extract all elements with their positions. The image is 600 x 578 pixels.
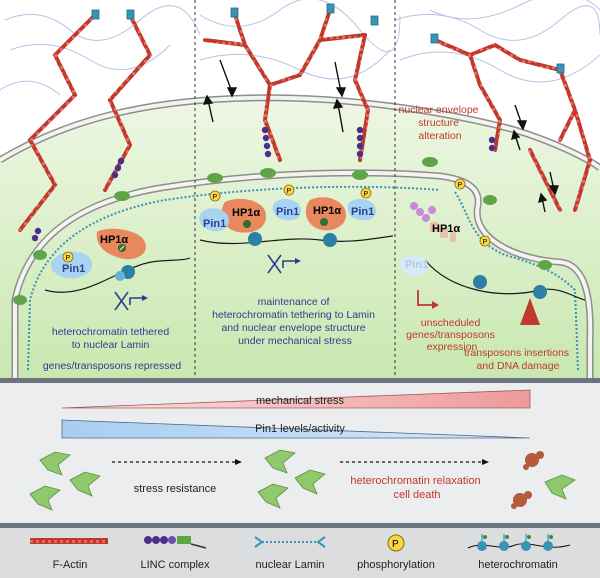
- legend-lamin-label: nuclear Lamin: [255, 559, 324, 571]
- panel2-pin1-label-3: Pin1: [351, 206, 374, 218]
- panel1-molecules: [50, 228, 146, 281]
- pin1-levels-wedge: [61, 419, 531, 439]
- panel1-pin1-label: Pin1: [62, 263, 85, 275]
- healthy-neurons-left: [29, 451, 101, 511]
- chromatin-fibres: [44, 235, 586, 301]
- panel1-repressed-gene-icon: [114, 291, 142, 311]
- panel2-hp1a-label-1: HP1α: [232, 207, 260, 219]
- relaxation-label: heterochromatin relaxation cell death: [350, 475, 483, 501]
- panel3-phospho-2: P: [483, 239, 488, 246]
- panel3-damage-text: transposons insertions and DNA damage: [464, 347, 572, 372]
- mechanical-stress-label: mechanical stress: [256, 395, 345, 407]
- top-panel: HP1α Pin1 P heterochromatin tethered to …: [0, 0, 600, 378]
- legend-heterochromatin-icon: [467, 534, 571, 551]
- mechanical-force-arrows: [202, 59, 560, 213]
- panel2-phospho-1: P: [213, 194, 218, 201]
- panel3-hp1a-label: HP1α: [432, 223, 460, 235]
- cytoskeleton-fibres: [0, 0, 600, 96]
- panel3-alteration-text: nuclear envelope structure alteration: [399, 104, 482, 142]
- panel3-unscheduled-text: unscheduled genes/transposons expression: [406, 317, 498, 353]
- linc-anchors: [13, 157, 552, 305]
- legend-lamin-icon: [254, 536, 326, 548]
- stress-resistance-label: stress resistance: [134, 483, 217, 495]
- hp1a-blob: [96, 228, 146, 260]
- panel1-caption: heterochromatin tethered to nuclear Lami…: [43, 326, 181, 372]
- mechanical-stress-wedge: [61, 389, 531, 409]
- healthy-neuron-right: [544, 474, 576, 500]
- legend-phospho-symbol: P: [392, 539, 399, 550]
- legend-phospho-label: phosphorylation: [357, 559, 435, 571]
- dashed-arrow-2: [340, 459, 489, 465]
- panel3-molecules: [399, 178, 547, 299]
- legend-linc-label: LINC complex: [140, 559, 210, 571]
- panel2-phospho-3: P: [364, 191, 369, 198]
- panel2-molecules: [199, 184, 377, 247]
- nuclear-lamin-network: [27, 185, 579, 371]
- dna-damage-wedge: [520, 298, 540, 325]
- panel2-hp1a-label-2: HP1α: [313, 205, 341, 217]
- legend-linc-icon: [144, 536, 207, 549]
- legend-heterochromatin-label: heterochromatin: [478, 559, 558, 571]
- panel3-expressed-gene-icon: [417, 290, 432, 306]
- legend-panel: F-Actin LINC complex nuclear Lamin P pho…: [0, 523, 600, 578]
- panel3-pin1-label: Pin1: [405, 259, 428, 271]
- panel2-pin1-label-2: Pin1: [276, 206, 299, 218]
- dashed-arrow-1: [112, 459, 242, 465]
- linc-complexes: [31, 126, 496, 242]
- middle-panel: mechanical stress Pin1 levels/activity s…: [0, 378, 600, 523]
- panel1-phospho-symbol: P: [66, 255, 71, 262]
- pin1-levels-label: Pin1 levels/activity: [255, 423, 345, 435]
- healthy-neurons-middle: [257, 449, 326, 509]
- legend-factin-icon: [30, 538, 108, 544]
- pin1-blob: [50, 251, 93, 279]
- panel2-repressed-gene-icon: [267, 254, 295, 274]
- panel2-pin1-label-1: Pin1: [203, 218, 226, 230]
- actin-membrane-anchors: [91, 3, 565, 74]
- panel3-phospho-1: P: [458, 182, 463, 189]
- nucleus: [0, 97, 600, 378]
- panel2-caption: maintenance of heterochromatin tethering…: [212, 296, 378, 347]
- panel1-phospho-icon: [62, 251, 74, 263]
- legend-factin-label: F-Actin: [53, 559, 88, 571]
- dying-neurons: [511, 451, 544, 509]
- legend-phospho-icon: [387, 534, 405, 552]
- panel2-phospho-2: P: [287, 188, 292, 195]
- panel1-hp1a-label: HP1α: [100, 234, 128, 246]
